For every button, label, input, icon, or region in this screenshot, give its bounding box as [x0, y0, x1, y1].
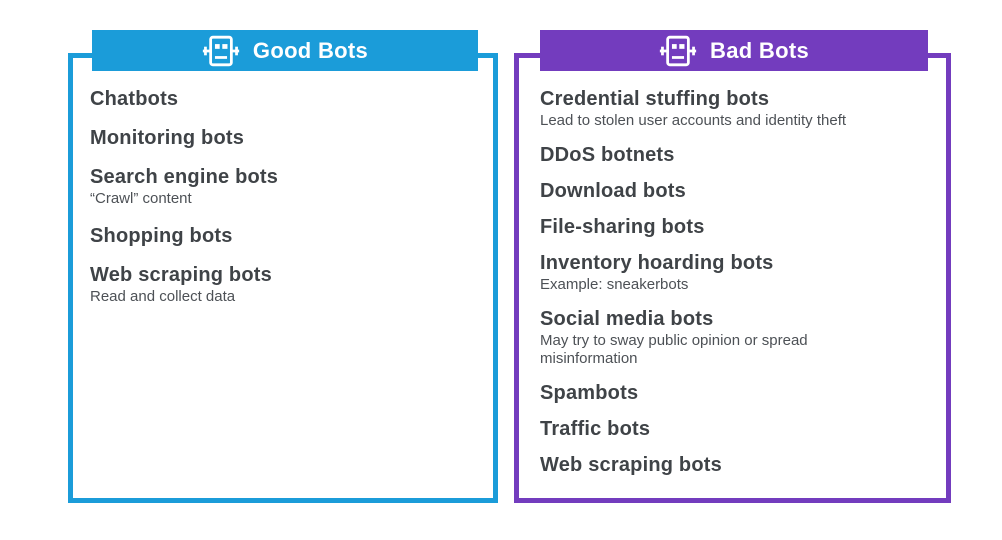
list-item: Spambots [540, 382, 932, 404]
bot-type-label: Shopping bots [90, 225, 233, 247]
bot-type-label: Web scraping bots [90, 264, 272, 286]
robot-icon [202, 35, 240, 66]
bot-type-note: “Crawl” content [90, 190, 192, 207]
good-bots-list: Chatbots Monitoring bots Search engine b… [73, 58, 493, 306]
good-bots-panel: Chatbots Monitoring bots Search engine b… [68, 53, 498, 503]
list-item: Inventory hoarding bots Example: sneaker… [540, 252, 932, 294]
bot-type-label: Spambots [540, 382, 639, 404]
good-bots-header: Good Bots [92, 30, 478, 71]
list-item: Chatbots [90, 88, 479, 110]
good-bots-title: Good Bots [252, 37, 369, 63]
bot-type-note: Read and collect data [90, 288, 236, 305]
bot-type-note: May try to sway public opinion or spread… [540, 332, 808, 367]
bot-type-label: Credential stuffing bots [540, 88, 770, 110]
bot-type-label: Traffic bots [540, 418, 651, 440]
bot-type-label: Chatbots [90, 88, 179, 110]
bad-bots-panel: Credential stuffing bots Lead to stolen … [514, 53, 951, 503]
bot-type-label: DDoS botnets [540, 144, 675, 166]
list-item: Credential stuffing bots Lead to stolen … [540, 88, 932, 130]
list-item: Social media bots May try to sway public… [540, 308, 932, 368]
bad-bots-title: Bad Bots [710, 37, 809, 63]
list-item: Shopping bots [90, 225, 479, 247]
list-item: Web scraping bots Read and collect data [90, 264, 479, 306]
list-item: Web scraping bots [540, 454, 932, 476]
bot-type-label: Social media bots [540, 308, 714, 330]
bad-bots-list: Credential stuffing bots Lead to stolen … [519, 58, 946, 476]
list-item: DDoS botnets [540, 144, 932, 166]
bot-type-label: Web scraping bots [540, 454, 722, 476]
bot-type-label: Search engine bots [90, 166, 279, 188]
bot-type-label: Monitoring bots [90, 127, 245, 149]
bot-type-note: Lead to stolen user accounts and identit… [540, 112, 847, 129]
bad-bots-header: Bad Bots [540, 30, 928, 71]
list-item: Download bots [540, 180, 932, 202]
list-item: File-sharing bots [540, 216, 932, 238]
robot-icon [659, 35, 697, 66]
bot-type-label: Inventory hoarding bots [540, 252, 774, 274]
list-item: Traffic bots [540, 418, 932, 440]
bot-type-label: Download bots [540, 180, 686, 202]
list-item: Monitoring bots [90, 127, 479, 149]
list-item: Search engine bots “Crawl” content [90, 166, 479, 208]
bot-type-note: Example: sneakerbots [540, 276, 689, 293]
bot-type-label: File-sharing bots [540, 216, 705, 238]
